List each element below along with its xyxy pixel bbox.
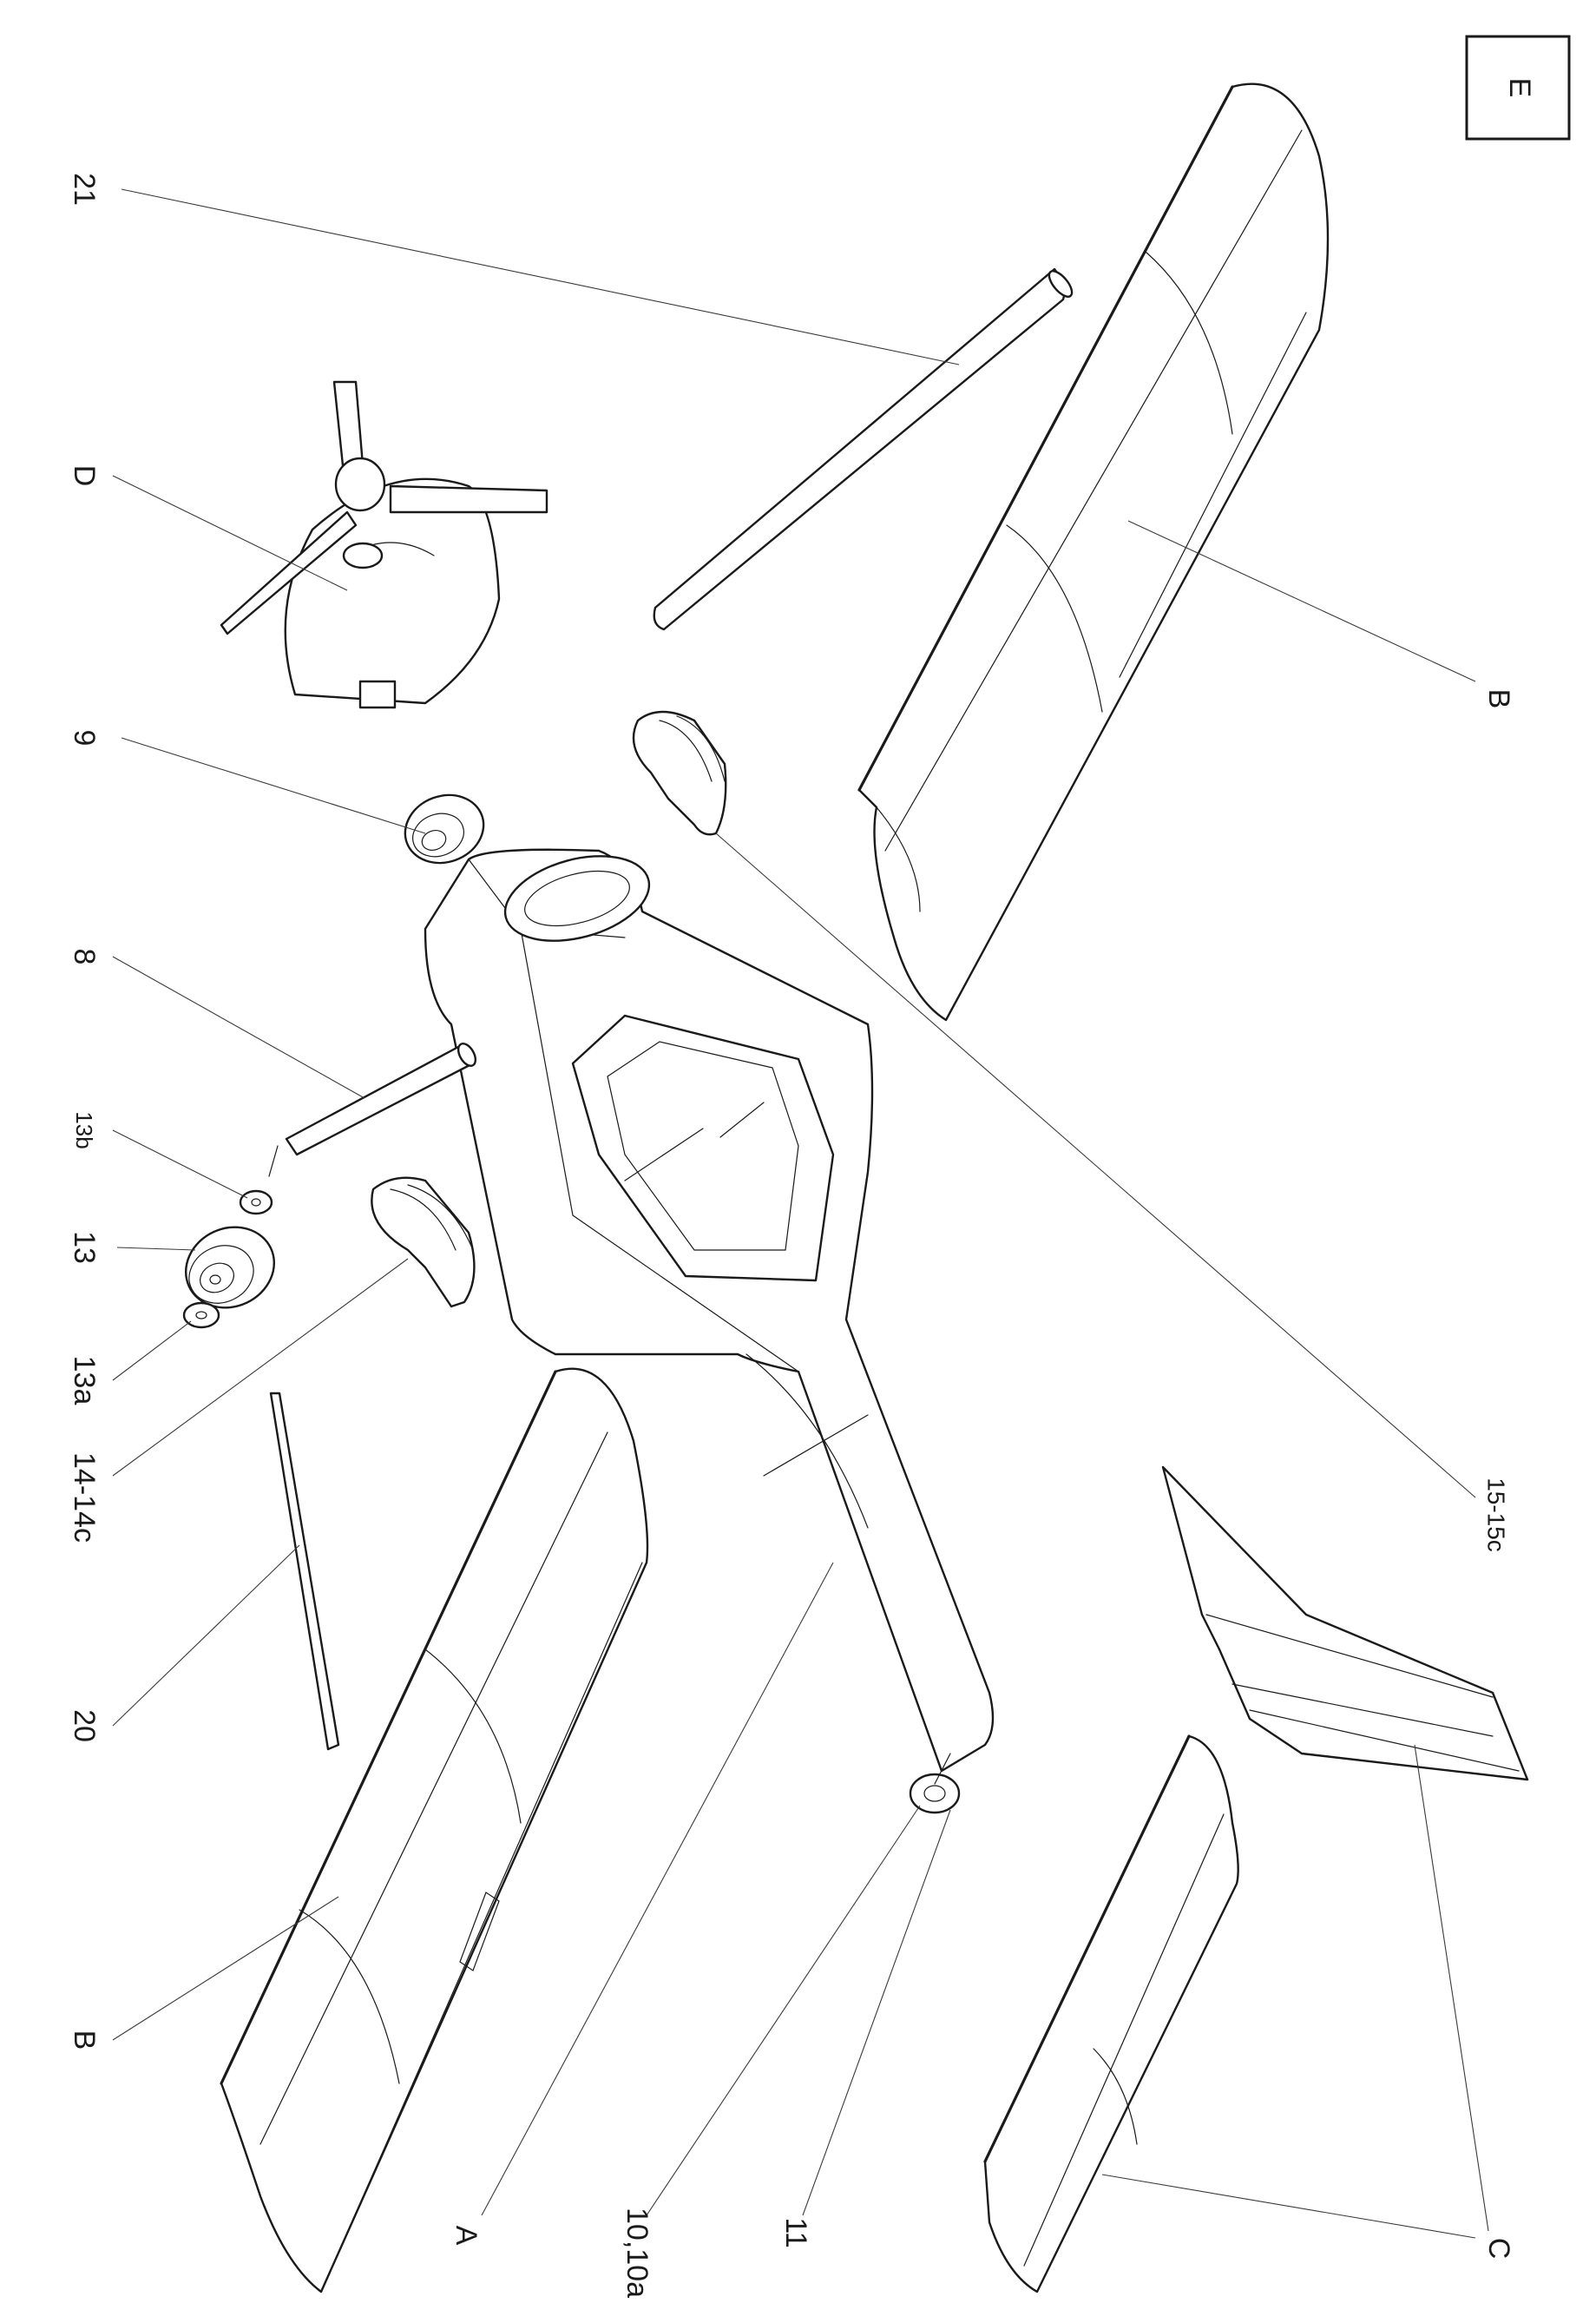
leader-11 bbox=[802, 1809, 951, 2216]
stabilizer-C-upper bbox=[1161, 1465, 1529, 1781]
callout-labels: 21 D 9 8 13b 13 13a 14-14c 20 B B 15-15c… bbox=[68, 173, 1515, 2298]
wing-fairing-15 bbox=[632, 710, 727, 836]
leader-C-upper bbox=[1414, 1744, 1489, 2232]
tail-wheel-10 bbox=[909, 1753, 961, 1814]
leader-A bbox=[481, 1562, 834, 2216]
washer-13a bbox=[182, 1301, 220, 1329]
callout-B-left: B bbox=[68, 2030, 101, 2050]
section-box: E bbox=[1465, 35, 1571, 141]
leader-C-lower bbox=[1101, 2174, 1476, 2239]
leader-21 bbox=[121, 188, 960, 365]
leader-8 bbox=[112, 956, 365, 1099]
leader-D bbox=[112, 475, 348, 591]
leader-14 bbox=[112, 1258, 409, 1477]
leader-9 bbox=[121, 737, 426, 834]
section-label: E bbox=[1503, 78, 1536, 98]
engine-cowl-D bbox=[220, 380, 548, 709]
callout-8: 8 bbox=[68, 949, 101, 965]
washer-13b bbox=[239, 1189, 273, 1215]
callout-20: 20 bbox=[68, 1709, 101, 1742]
callout-C: C bbox=[1482, 2238, 1515, 2260]
fuselage-A bbox=[424, 848, 995, 1773]
leader-10 bbox=[646, 1805, 921, 2216]
leader-13a bbox=[112, 1320, 192, 1381]
callout-11: 11 bbox=[779, 2217, 812, 2247]
callout-13b: 13b bbox=[71, 1111, 97, 1148]
wheel-pant-14 bbox=[371, 1176, 476, 1308]
wing-left-lower bbox=[220, 1367, 649, 2293]
strut-8 bbox=[268, 1043, 477, 1177]
callout-15-15c: 15-15c bbox=[1483, 1477, 1510, 1552]
leader-13b bbox=[112, 1129, 248, 1199]
leader-B-left bbox=[112, 1896, 339, 2041]
leader-13 bbox=[116, 1247, 196, 1251]
leader-15 bbox=[715, 832, 1476, 1498]
callout-21: 21 bbox=[68, 173, 101, 206]
leader-20 bbox=[112, 1544, 300, 1727]
callout-9: 9 bbox=[68, 730, 101, 747]
wing-right-upper bbox=[857, 82, 1330, 1022]
stabilizer-C-lower bbox=[983, 1734, 1239, 2293]
wheel-9 bbox=[404, 793, 485, 865]
spar-tube-21 bbox=[653, 267, 1074, 631]
callout-A: A bbox=[450, 2226, 483, 2246]
leader-B-right bbox=[1127, 520, 1476, 682]
wheel-13 bbox=[184, 1226, 276, 1309]
callout-13a: 13a bbox=[68, 1356, 101, 1405]
callout-13: 13 bbox=[68, 1231, 101, 1264]
callout-14-14c: 14-14c bbox=[68, 1452, 101, 1543]
callout-10-10a: 10,10a bbox=[621, 2208, 654, 2298]
wing-rod-20 bbox=[269, 1392, 340, 1751]
callout-B-right: B bbox=[1482, 689, 1515, 709]
callout-D: D bbox=[68, 465, 101, 487]
leader-lines bbox=[112, 188, 1489, 2239]
